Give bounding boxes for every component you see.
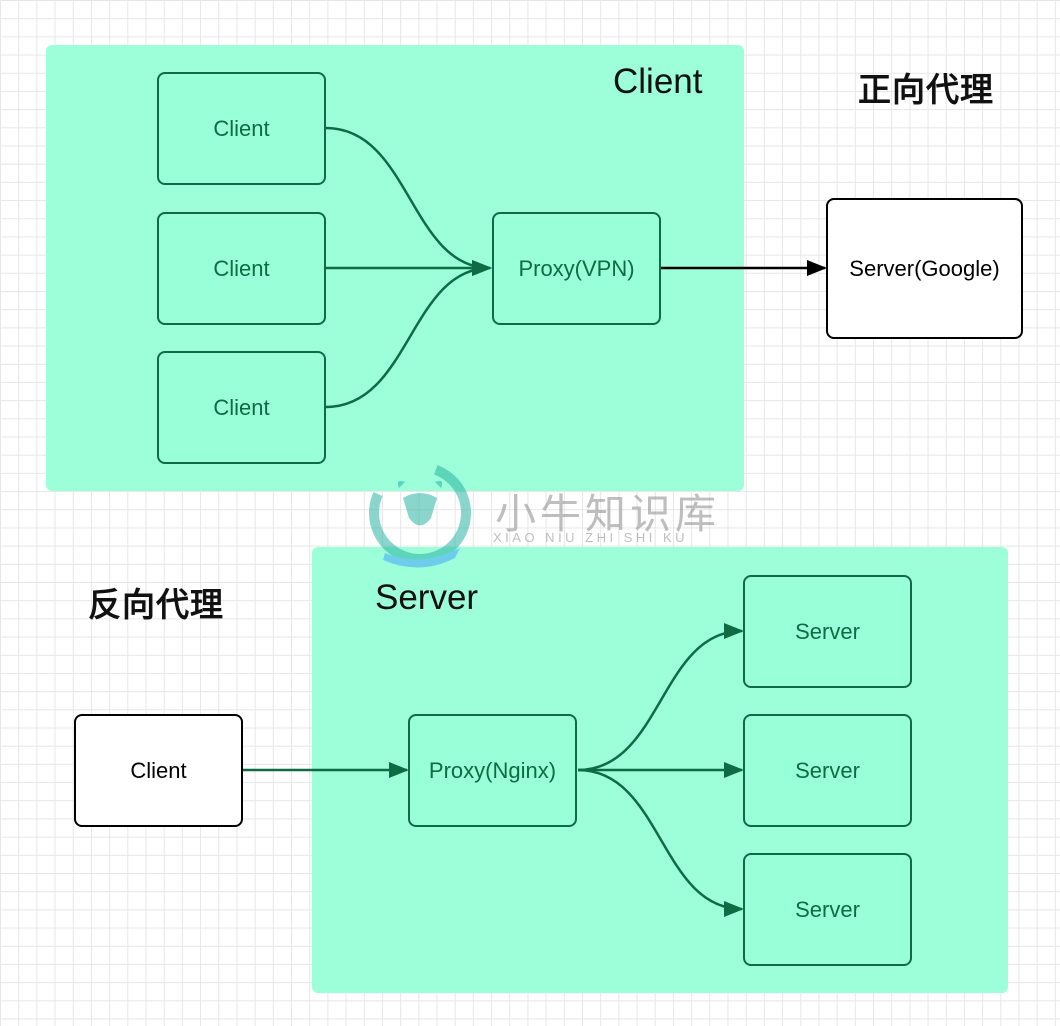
edge-proxy-server1	[577, 623, 744, 772]
server-google-node[interactable]: Server(Google)	[826, 198, 1023, 339]
edge-client1-proxy	[325, 126, 492, 276]
edge-client3-proxy	[325, 260, 492, 409]
watermark: 小牛知识库 XIAO NIU ZHI SHI KU	[365, 458, 716, 568]
proxy-vpn-node[interactable]: Proxy(VPN)	[492, 212, 661, 325]
watermark-subtext: XIAO NIU ZHI SHI KU	[493, 530, 689, 545]
server-node-2[interactable]: Server	[743, 714, 912, 827]
server-node-3[interactable]: Server	[743, 853, 912, 966]
server-region-label: Server	[375, 578, 479, 617]
reverse-client-node[interactable]: Client	[74, 714, 243, 827]
client-node-3[interactable]: Client	[157, 351, 326, 464]
client-node-1[interactable]: Client	[157, 72, 326, 185]
reverse-proxy-title: 反向代理	[88, 586, 224, 623]
proxy-nginx-node[interactable]: Proxy(Nginx)	[408, 714, 577, 827]
watermark-text: 小牛知识库	[495, 491, 720, 537]
watermark-logo-icon	[369, 462, 471, 568]
forward-proxy-title: 正向代理	[858, 71, 994, 108]
client-node-2[interactable]: Client	[157, 212, 326, 325]
server-node-1[interactable]: Server	[743, 575, 912, 688]
client-region-label: Client	[613, 62, 703, 101]
edge-proxy-server3	[577, 768, 744, 917]
